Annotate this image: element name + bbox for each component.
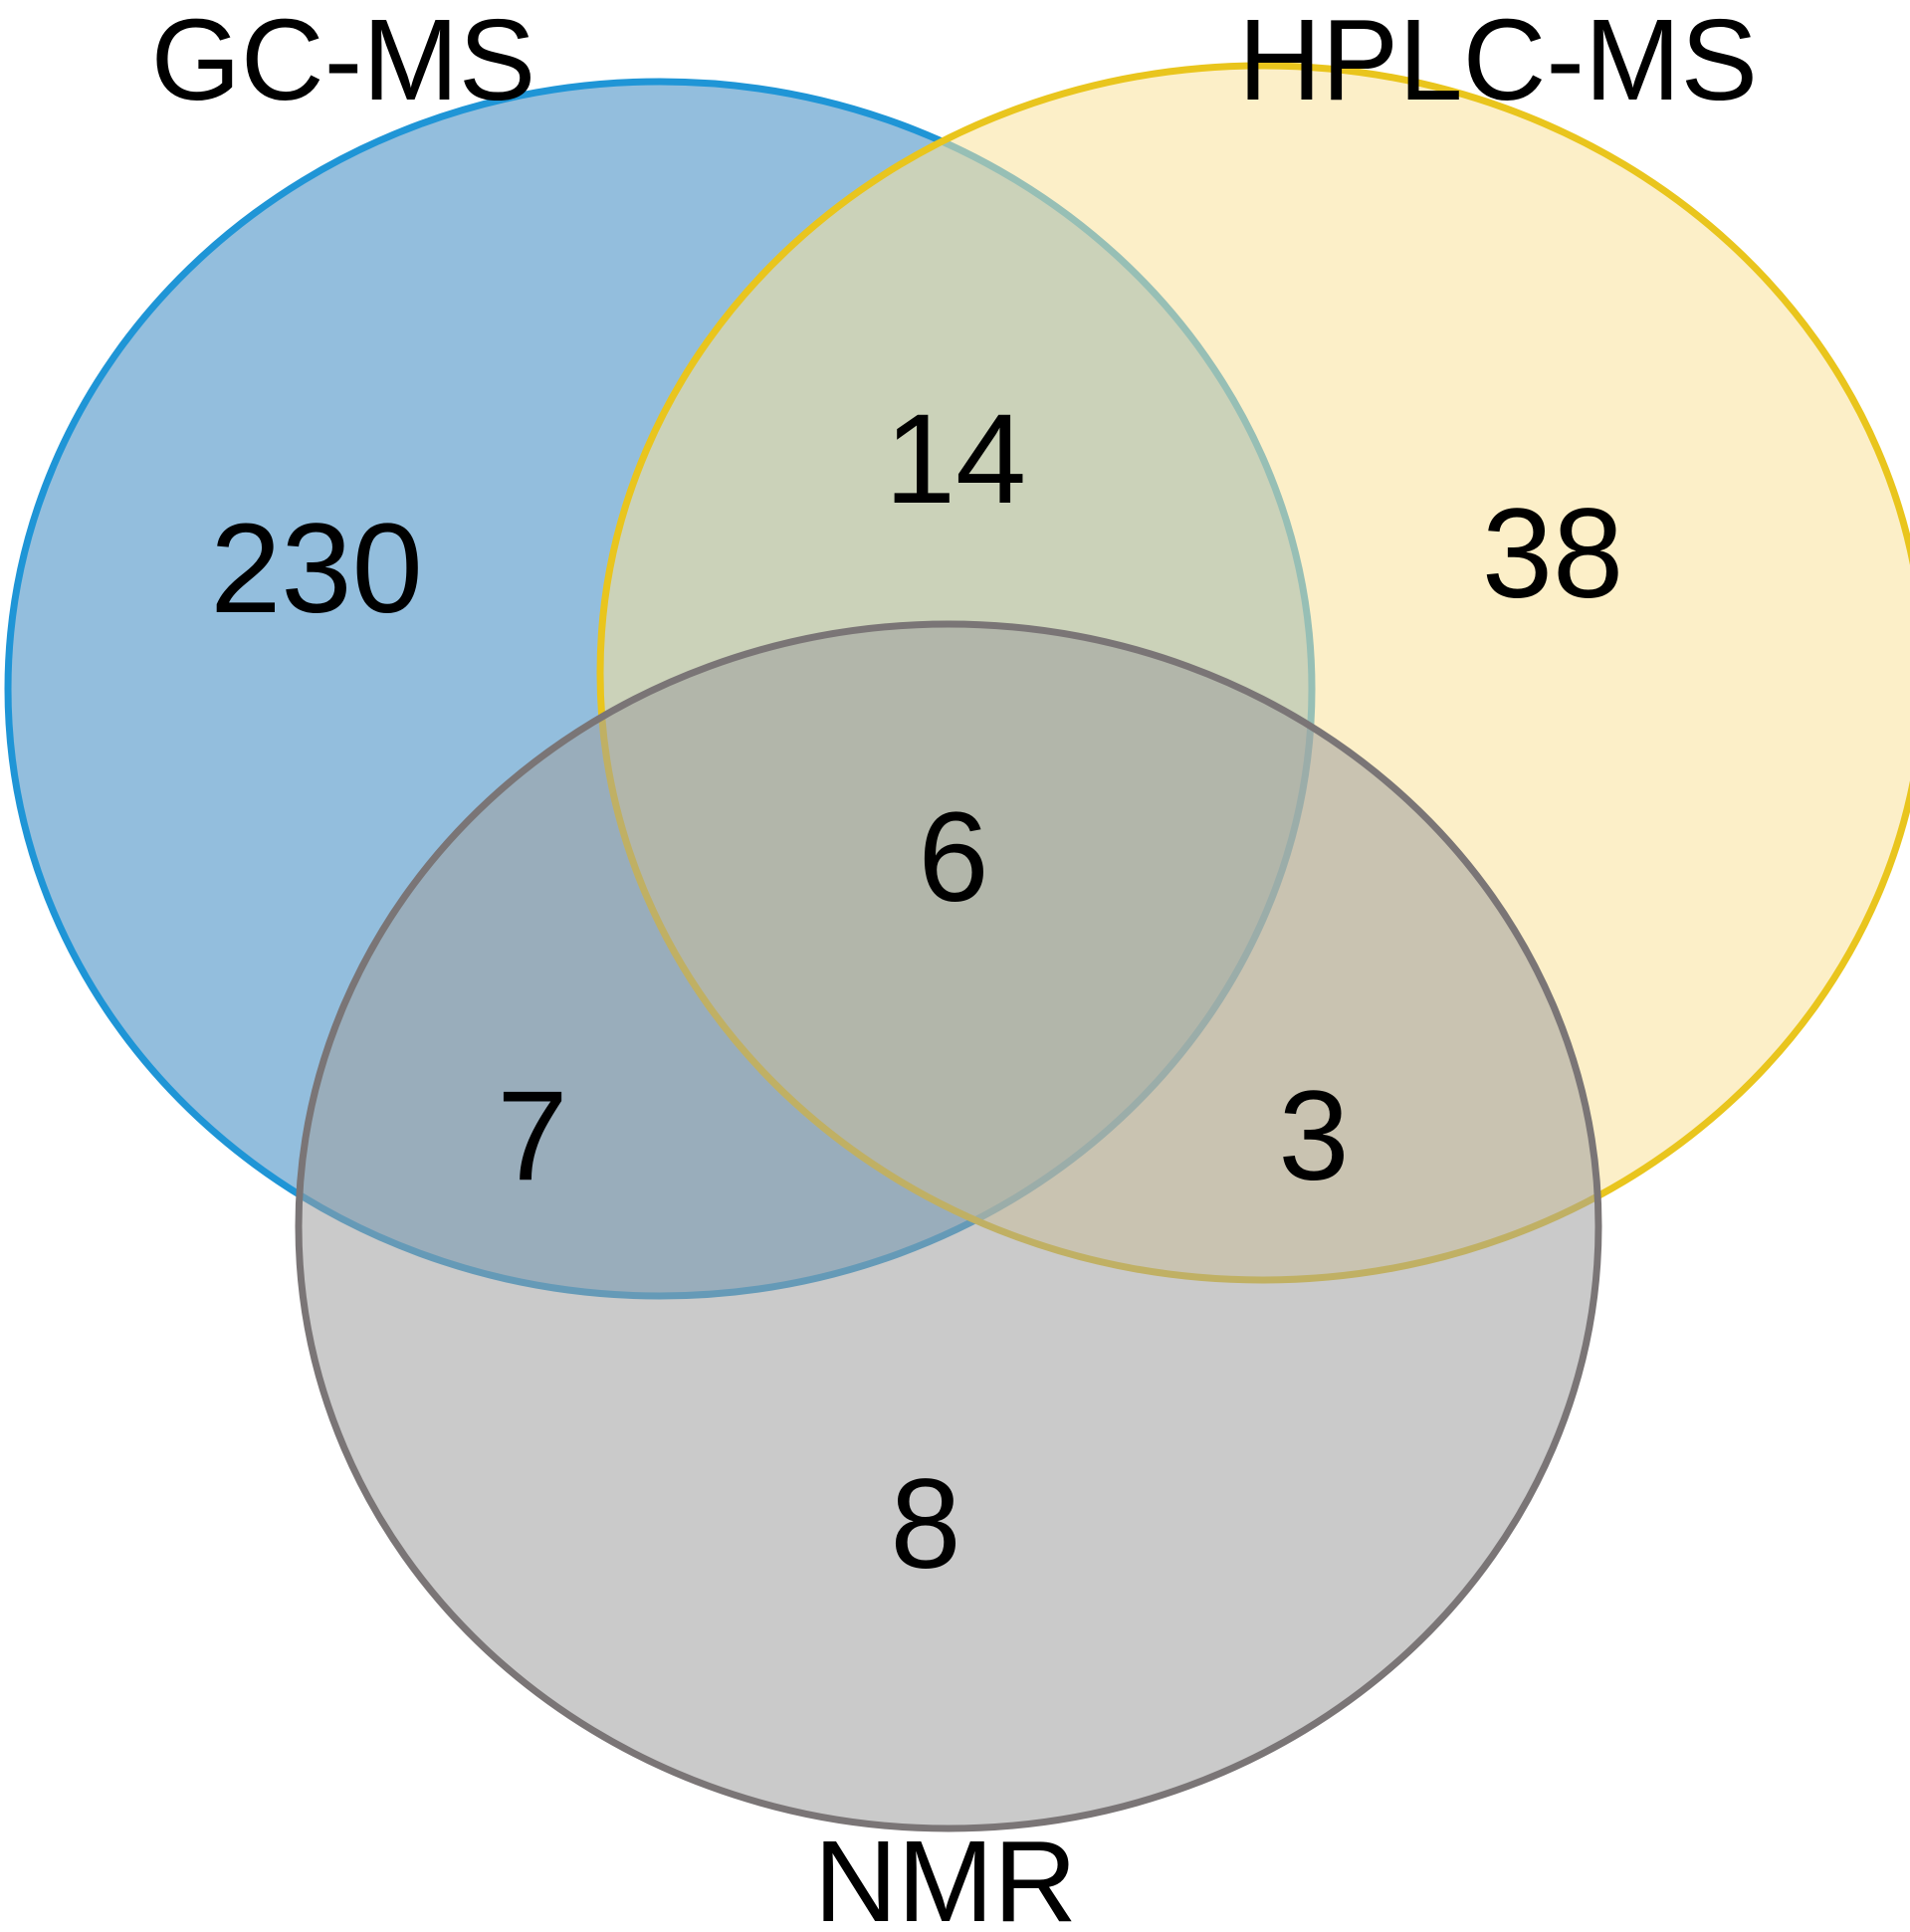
- count-nmr-only: 8: [890, 1453, 960, 1596]
- count-all-three: 6: [918, 786, 988, 929]
- hplc-ms-label: HPLC-MS: [1238, 0, 1758, 124]
- count-gc-ms-nmr: 7: [497, 1065, 567, 1207]
- gc-ms-label: GC-MS: [151, 0, 536, 124]
- nmr-label: NMR: [814, 1817, 1077, 1932]
- count-gc-ms-hplc-ms: 14: [885, 388, 1026, 531]
- nmr-circle: [295, 620, 1602, 1832]
- count-gc-ms-only: 230: [210, 498, 423, 640]
- count-hplc-ms-nmr: 3: [1278, 1065, 1349, 1207]
- count-hplc-ms-only: 38: [1482, 483, 1623, 625]
